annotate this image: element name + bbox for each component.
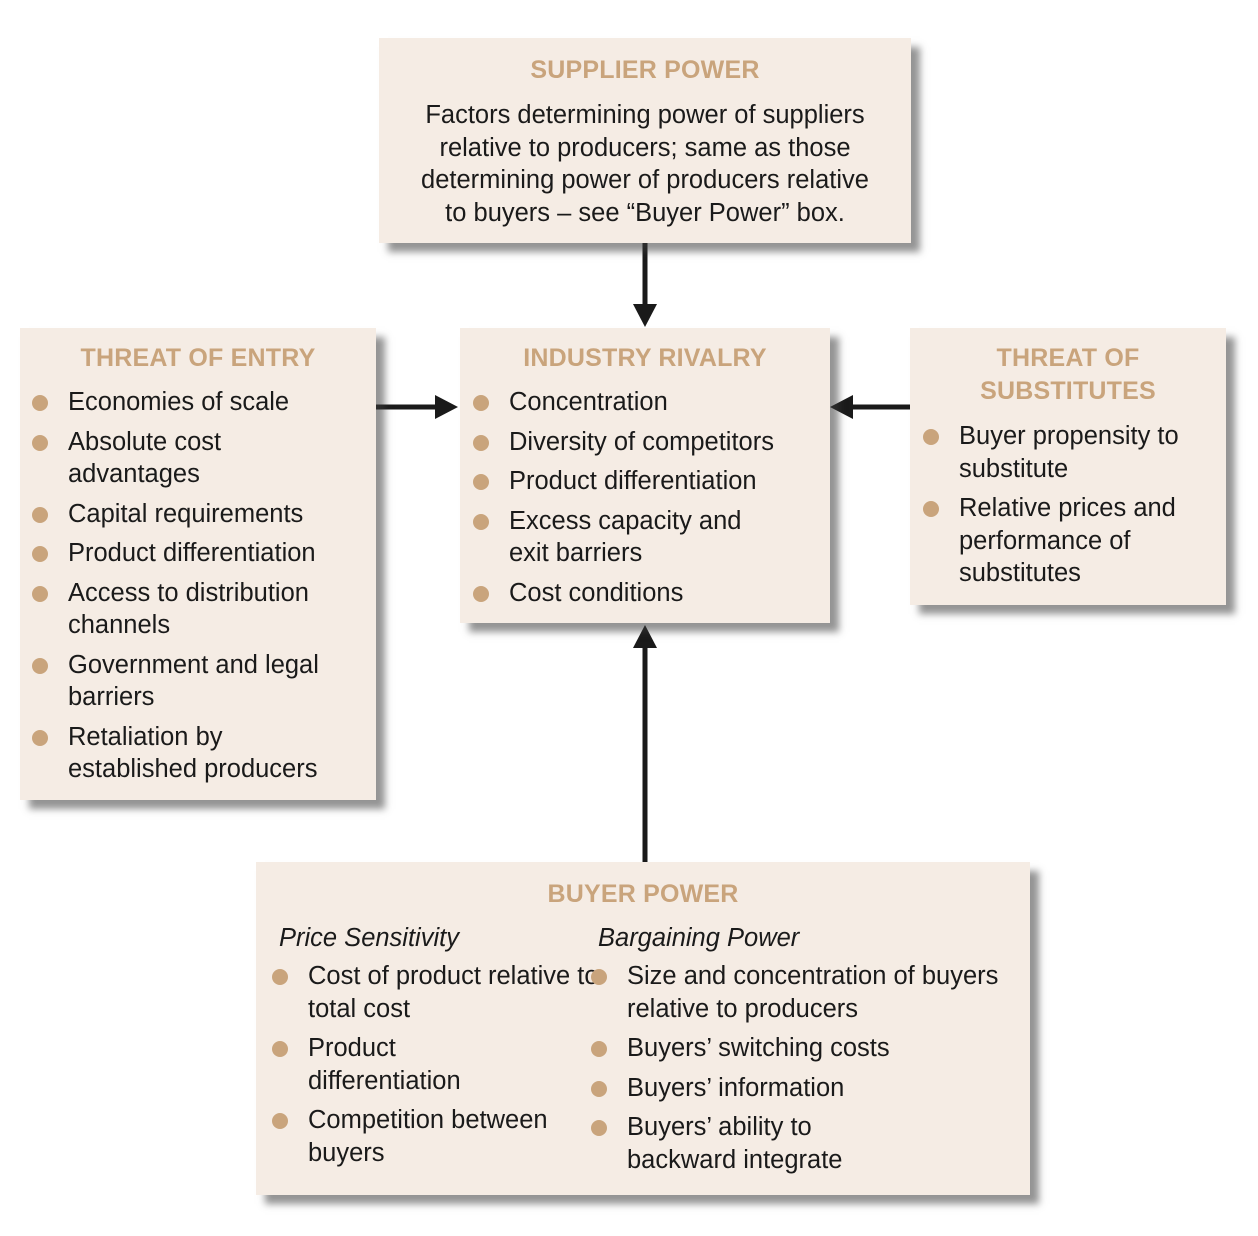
bullet-icon bbox=[272, 969, 288, 985]
bullet-icon bbox=[473, 513, 489, 530]
bullet-icon bbox=[473, 474, 489, 490]
supplier-text-line: Factors determining power of suppliers bbox=[425, 101, 865, 129]
bullet-icon bbox=[32, 395, 48, 411]
list-item: Cost of product relative to total cost bbox=[260, 960, 608, 1025]
list-item: Absolute cost advantages bbox=[20, 426, 243, 491]
bargaining-power-column: Bargaining Power Size and concentration … bbox=[591, 922, 1018, 1183]
price-sensitivity-column: Price Sensitivity Cost of product relati… bbox=[272, 922, 599, 1176]
price-sensitivity-heading: Price Sensitivity bbox=[279, 924, 459, 952]
threat-of-entry-box: THREAT OF ENTRY Economies of scale Absol… bbox=[20, 328, 376, 800]
price-sensitivity-list: Cost of product relative to total cost P… bbox=[260, 960, 599, 1169]
threat-of-entry-list: Economies of scale Absolute cost advanta… bbox=[20, 386, 366, 786]
threat-of-substitutes-title: THREAT OF SUBSTITUTES bbox=[930, 342, 1216, 408]
list-item-text: Capital requirements bbox=[68, 499, 304, 528]
arrow-substitutes-to-rivalry bbox=[830, 395, 910, 419]
bullet-icon bbox=[591, 1120, 607, 1136]
bullet-icon bbox=[473, 434, 489, 451]
industry-rivalry-title: INDUSTRY RIVALRY bbox=[523, 344, 767, 372]
threat-of-entry-title: THREAT OF ENTRY bbox=[80, 344, 316, 372]
supplier-power-box: SUPPLIER POWER Factors determining power… bbox=[379, 38, 911, 243]
list-item-text: Economies of scale bbox=[68, 388, 290, 416]
bullet-icon bbox=[32, 434, 48, 451]
arrow-entry-to-rivalry bbox=[376, 395, 458, 419]
list-item-text: Size and concentration of buyers relativ… bbox=[627, 962, 999, 1023]
bargaining-power-heading: Bargaining Power bbox=[598, 924, 800, 952]
list-item: Size and concentration of buyers relativ… bbox=[579, 960, 1047, 1025]
list-item-text: Excess capacity and exit barriers bbox=[509, 506, 742, 568]
list-item: Buyer propensity to substitute bbox=[911, 420, 1219, 485]
list-item-text: Cost of product relative to total cost bbox=[308, 962, 599, 1023]
supplier-text-line: determining power of producers relative bbox=[421, 166, 869, 194]
list-item: Access to distribution channels bbox=[20, 577, 348, 642]
supplier-power-title: SUPPLIER POWER bbox=[530, 56, 760, 84]
bullet-icon bbox=[32, 729, 48, 746]
list-item: Product differentiation bbox=[260, 1032, 548, 1097]
list-item-text: Buyers’ ability to backward integrate bbox=[627, 1113, 843, 1174]
list-item-text: Product differentiation bbox=[308, 1034, 461, 1095]
bullet-icon bbox=[591, 969, 607, 985]
bullet-icon bbox=[923, 429, 939, 445]
arrow-buyer-to-rivalry bbox=[633, 625, 657, 862]
list-item-text: Retaliation by established producers bbox=[68, 722, 318, 784]
list-item: Buyers’ ability to backward integrate bbox=[579, 1111, 917, 1176]
list-item: Relative prices and performance of subst… bbox=[911, 492, 1199, 590]
list-item-text: Competition between buyers bbox=[308, 1106, 548, 1167]
list-item-text: Product differentiation bbox=[68, 539, 316, 567]
bullet-icon bbox=[473, 395, 489, 411]
bullet-icon bbox=[32, 546, 48, 562]
list-item-text: Concentration bbox=[509, 388, 668, 416]
industry-rivalry-list: Concentration Diversity of competitors P… bbox=[461, 386, 820, 609]
list-item: Cost conditions bbox=[461, 577, 820, 610]
bullet-icon bbox=[32, 585, 48, 602]
list-item-text: Government and legal barriers bbox=[68, 650, 319, 712]
threat-of-substitutes-box: THREAT OF SUBSTITUTES Buyer propensity t… bbox=[910, 328, 1226, 605]
list-item: Capital requirements bbox=[20, 498, 358, 531]
industry-rivalry-box: INDUSTRY RIVALRY Concentration Diversity… bbox=[460, 328, 830, 623]
list-item: Competition between buyers bbox=[260, 1104, 548, 1169]
bullet-icon bbox=[32, 657, 48, 674]
arrow-supplier-to-rivalry bbox=[633, 243, 657, 327]
list-item-text: Buyers’ information bbox=[627, 1073, 845, 1102]
bargaining-power-list: Size and concentration of buyers relativ… bbox=[579, 960, 1018, 1176]
list-item: Diversity of competitors bbox=[461, 426, 820, 459]
list-item-text: Absolute cost advantages bbox=[68, 427, 222, 489]
list-item: Product differentiation bbox=[461, 465, 820, 498]
list-item: Government and legal barriers bbox=[20, 649, 348, 714]
list-item-text: Diversity of competitors bbox=[509, 427, 774, 456]
bullet-icon bbox=[923, 501, 939, 517]
list-item-text: Buyers’ switching costs bbox=[627, 1034, 890, 1062]
list-item: Product differentiation bbox=[20, 537, 368, 570]
supplier-text-line: relative to producers; same as those bbox=[439, 133, 851, 162]
title-line: SUBSTITUTES bbox=[980, 377, 1156, 405]
list-item-text: Relative prices and performance of subst… bbox=[959, 494, 1176, 587]
list-item: Economies of scale bbox=[20, 386, 338, 419]
list-item: Excess capacity and exit barriers bbox=[461, 505, 759, 570]
list-item-text: Access to distribution channels bbox=[68, 578, 309, 640]
bullet-icon bbox=[32, 506, 48, 523]
list-item: Buyers’ information bbox=[579, 1072, 1018, 1105]
bullet-icon bbox=[473, 585, 489, 602]
list-item: Retaliation by established producers bbox=[20, 721, 348, 786]
list-item-text: Buyer propensity to substitute bbox=[959, 422, 1179, 483]
bullet-icon bbox=[591, 1080, 607, 1097]
list-item-text: Cost conditions bbox=[509, 578, 684, 607]
list-item: Concentration bbox=[461, 386, 820, 419]
supplier-text-line: to buyers – see “Buyer Power” box. bbox=[445, 198, 845, 227]
bullet-icon bbox=[272, 1113, 288, 1129]
bullet-icon bbox=[272, 1041, 288, 1057]
bullet-icon bbox=[591, 1041, 607, 1057]
title-line: THREAT OF bbox=[996, 344, 1140, 372]
buyer-power-title: BUYER POWER bbox=[547, 880, 739, 908]
threat-of-substitutes-list: Buyer propensity to substitute Relative … bbox=[911, 420, 1216, 590]
buyer-power-box: BUYER POWER Price Sensitivity Cost of pr… bbox=[256, 862, 1030, 1195]
list-item-text: Product differentiation bbox=[509, 467, 757, 495]
supplier-power-description: Factors determining power of suppliers r… bbox=[379, 99, 911, 229]
list-item: Buyers’ switching costs bbox=[579, 1032, 1018, 1065]
